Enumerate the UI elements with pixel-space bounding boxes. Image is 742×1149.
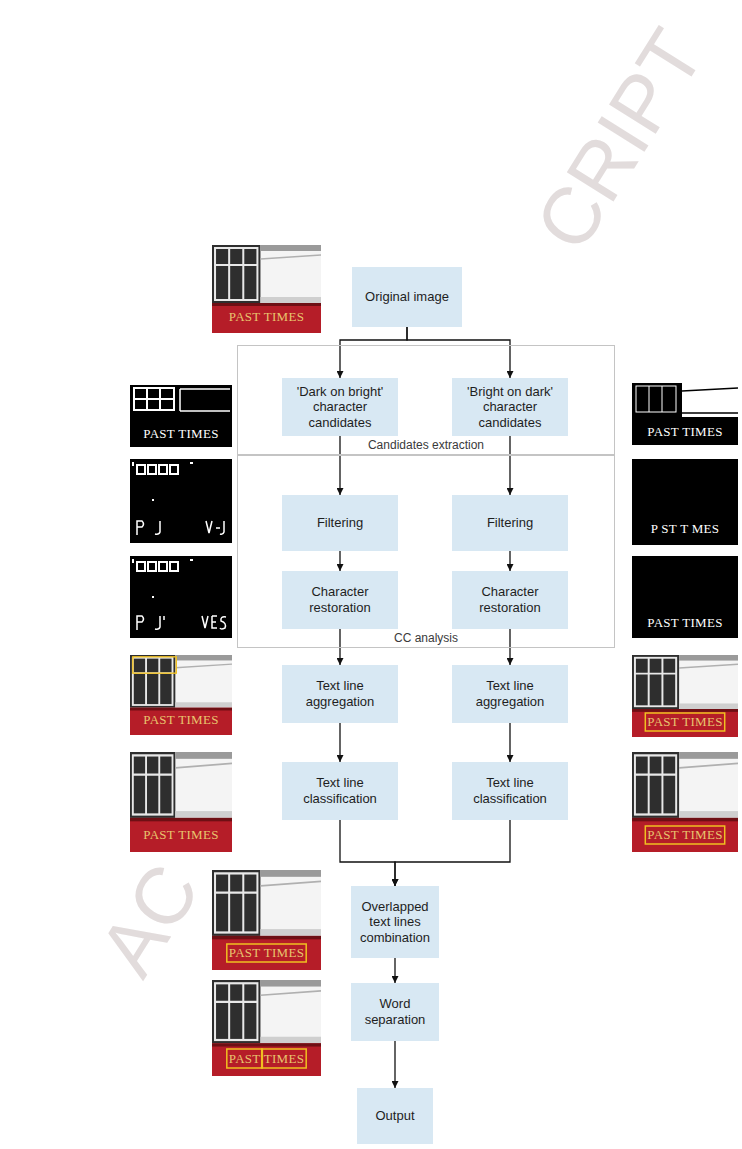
thumbnail: PAST TIMES <box>130 385 232 447</box>
thumbnail-text: PAST TIMES <box>647 715 722 729</box>
box-label: Word separation <box>357 996 433 1027</box>
thumbnail-text: PAST TIMES <box>647 828 722 842</box>
thumbnail: P ST T MES <box>632 459 738 545</box>
thumbnail-text: PAST TIMES <box>143 713 218 727</box>
detection-box <box>645 713 724 731</box>
box-label: Character restoration <box>288 584 392 615</box>
watermark: AC <box>87 852 214 989</box>
arrow-connector <box>339 629 340 665</box>
arrow-connector <box>395 820 510 886</box>
process-box: Text line aggregation <box>282 665 398 723</box>
process-box: Overlapped text lines combination <box>351 886 439 958</box>
thumbnail: PAST TIMES <box>632 383 738 445</box>
box-label: 'Dark on bright' character candidates <box>288 384 392 431</box>
thumbnail-text: PAST TIMES <box>229 310 304 324</box>
thumbnail-text: PAST TIMES <box>647 425 722 439</box>
thumbnail: PAST TIMES <box>130 655 232 735</box>
box-label: Filtering <box>487 515 533 531</box>
box-label: Original image <box>365 289 449 305</box>
arrow-connector <box>509 551 510 571</box>
thumbnail-text: P ST T MES <box>651 522 720 536</box>
arrow-connector <box>407 327 510 378</box>
process-box: Character restoration <box>452 571 568 629</box>
thumbnail-image <box>130 459 232 543</box>
process-box: Word separation <box>351 983 439 1041</box>
process-box: 'Bright on dark' character candidates <box>452 378 568 436</box>
thumbnail: PAST TIMES <box>212 980 321 1076</box>
arrow-connector <box>509 723 510 762</box>
process-box: Text line classification <box>452 762 568 820</box>
thumbnail <box>130 556 232 638</box>
process-box: Original image <box>352 267 462 327</box>
arrow-connector <box>394 958 395 983</box>
arrow-connector <box>339 551 340 571</box>
box-label: Text line aggregation <box>288 678 392 709</box>
process-box: Filtering <box>282 495 398 551</box>
thumbnail-image <box>130 556 232 638</box>
group-label: Candidates extraction <box>238 438 614 452</box>
thumbnail: PAST TIMES <box>212 870 321 970</box>
box-label: Text line classification <box>288 775 392 806</box>
box-label: 'Bright on dark' character candidates <box>458 384 562 431</box>
process-box: Text line classification <box>282 762 398 820</box>
box-label: Text line aggregation <box>458 678 562 709</box>
group-frame: CC analysis Filtering FilteringCharacter r… <box>237 455 615 648</box>
thumbnail: PAST TIMES <box>632 752 738 852</box>
watermark: CRIPT <box>522 17 717 263</box>
thumbnail: PAST TIMES <box>632 556 738 638</box>
arrow-connector <box>340 327 407 378</box>
box-label: Text line classification <box>458 775 562 806</box>
arrow-connector <box>509 436 510 495</box>
detection-box <box>645 826 724 844</box>
arrow-connector <box>509 629 510 665</box>
arrow-connector <box>339 723 340 762</box>
box-label: Filtering <box>317 515 363 531</box>
box-label: Character restoration <box>458 584 562 615</box>
thumbnail-text: PAST TIMES <box>143 828 218 842</box>
thumbnail-text: PAST TIMES <box>229 946 304 960</box>
detection-box <box>227 944 306 962</box>
arrow-connector <box>394 1041 395 1088</box>
group-label: CC analysis <box>238 631 614 645</box>
thumbnail: PAST TIMES <box>632 655 738 737</box>
arrow-connector <box>339 436 340 495</box>
thumbnail-text: PAST TIMES <box>229 1052 304 1066</box>
process-box: 'Dark on bright' character candidates <box>282 378 398 436</box>
thumbnail-text: PAST TIMES <box>647 616 722 630</box>
process-box: Filtering <box>452 495 568 551</box>
box-label: Overlapped text lines combination <box>357 899 433 946</box>
thumbnail: PAST TIMES <box>212 245 321 333</box>
process-box: Output <box>357 1088 433 1144</box>
process-box: Text line aggregation <box>452 665 568 723</box>
process-box: Character restoration <box>282 571 398 629</box>
group-frame: Candidates extraction 'Dark on bright' ch… <box>237 345 615 455</box>
thumbnail: PAST TIMES <box>130 752 232 852</box>
arrow-connector <box>340 820 395 886</box>
thumbnail <box>130 459 232 543</box>
thumbnail-text: PAST TIMES <box>143 427 218 441</box>
box-label: Output <box>375 1108 414 1124</box>
